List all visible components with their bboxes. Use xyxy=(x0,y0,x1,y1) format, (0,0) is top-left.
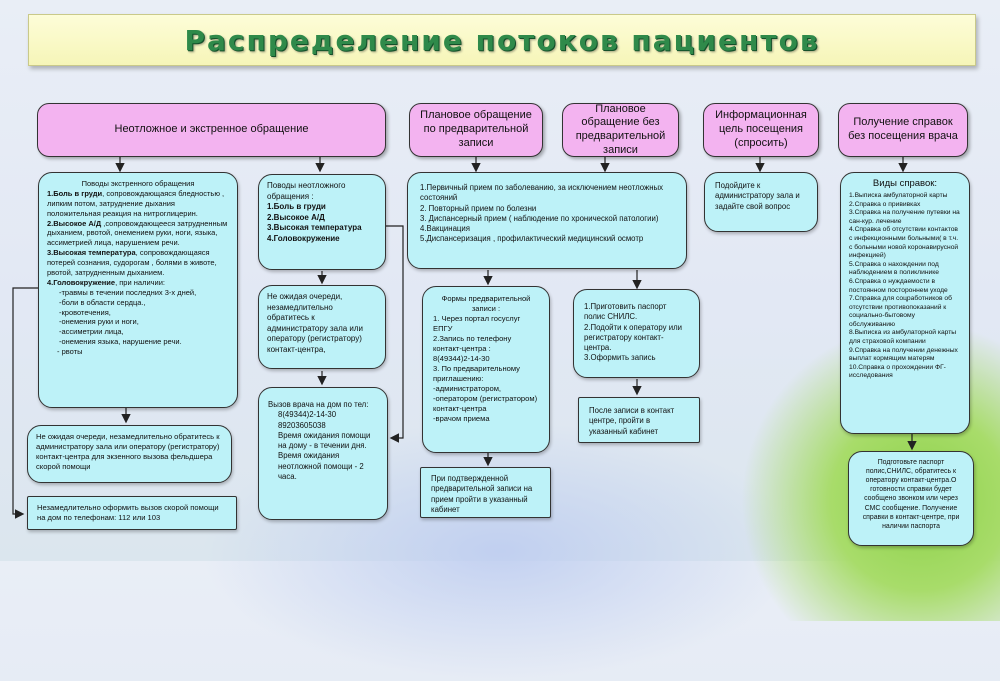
urgent-heading: Поводы неотложного обращения : xyxy=(267,181,346,201)
certificate-item-8: 8.Выписка из амбулаторной карты для стра… xyxy=(849,329,957,345)
emergency-item-3-title: 3.Высокая температура xyxy=(47,248,136,258)
emergency-heading: Поводы экстренного обращения xyxy=(81,179,195,188)
confirmed-booking-text: При подтвержденной предварительной запис… xyxy=(431,474,533,514)
header-certificates: Получение справок без посещения врача xyxy=(838,103,968,157)
certificate-item-4: 4.Справка об отсутствии контактов с инфе… xyxy=(849,226,959,260)
urgent-item-1-label: 1.Боль в груди xyxy=(267,202,326,212)
certificate-instructions-box: Подготовьте паспорт полис,СНИЛС, обратит… xyxy=(848,451,974,546)
planned-services-box: 1.Первичный прием по заболеванию, за иск… xyxy=(407,172,687,269)
forms-sub-2: -оператором (регистратором) контакт-цент… xyxy=(433,394,538,414)
emergency-sub-4: -онемения руки и ноги, xyxy=(59,317,139,327)
connector-arrows xyxy=(12,157,917,519)
emergency-action-box: Не ожидая очереди, незамедлительно обрат… xyxy=(27,425,232,483)
header-urgent-emergency: Неотложное и экстренное обращение xyxy=(37,103,386,157)
header-planned-with-label: Плановое обращение по предварительной за… xyxy=(420,109,532,149)
page-title: Распределение потоков пациентов xyxy=(184,23,820,57)
title-banner: Распределение потоков пациентов xyxy=(28,14,976,66)
planned-item-4: 4.Вакцинация xyxy=(420,224,470,234)
certificate-item-3: 3.Справка на получение путевки на сан-ку… xyxy=(849,209,960,225)
emergency-call-text: Незамедлительно оформить вызов скорой по… xyxy=(37,503,219,523)
urgent-item-4: 4.Головокружение xyxy=(267,234,377,245)
home-call-box: Вызов врача на дом по тел: 8(49344)2-14-… xyxy=(258,387,388,520)
certificate-item-6: 6.Справка о нуждаемости в постоянном пос… xyxy=(849,277,948,294)
urgent-item-3: 3.Высокая температура xyxy=(267,223,377,234)
planned-item-2: 2. Повторный прием по болезни xyxy=(420,203,537,213)
urgent-item-2: 2.Высокое А/Д xyxy=(267,213,377,224)
emergency-item-1-text: , сопровождающаяся бледностью , липким п… xyxy=(47,188,225,218)
urgent-reasons-box: Поводы неотложного обращения : 1.Боль в … xyxy=(258,174,386,270)
emergency-item-4: 4.Головокружение, при наличии: xyxy=(47,278,229,288)
info-text: Подойдите к администратору зала и задайт… xyxy=(715,181,800,211)
home-call-line-1: Вызов врача на дом по тел: xyxy=(268,400,369,409)
emergency-sub-6: -онемения языка, нарушение речи. xyxy=(59,337,182,347)
forms-item-2: 2.Запись по телефону контакт-центра : xyxy=(433,334,512,354)
emergency-sub-5: -ассиметрии лица, xyxy=(59,327,124,337)
certificate-item-2: 2.Справка о прививках xyxy=(849,200,921,208)
info-box: Подойдите к администратору зала и задайт… xyxy=(704,172,818,232)
planned-item-3: 3. Диспансерный прием ( наблюдение по хр… xyxy=(420,213,659,223)
urgent-item-4-label: 4.Головокружение xyxy=(267,233,340,243)
booking-forms-box: Формы предварительной записи : 1. Через … xyxy=(422,286,550,453)
step-1: 1.Приготовить паспорт полис СНИЛС. xyxy=(584,302,667,322)
certificate-item-5: 5.Справка о нахождении под наблюдением в… xyxy=(849,260,939,277)
emergency-call-box: Незамедлительно оформить вызов скорой по… xyxy=(27,496,237,530)
urgent-action-text: Не ожидая очереди, незамедлительно обрат… xyxy=(267,292,364,354)
after-registration-box: После записи в контакт центре, пройти в … xyxy=(578,397,700,443)
forms-phone: 8(49344)2-14-30 xyxy=(433,354,490,364)
header-certificates-label: Получение справок без посещения врача xyxy=(848,116,958,142)
header-planned-without-appointment: Плановое обращение без предварительной з… xyxy=(562,103,679,157)
header-info-visit: Информационная цель посещения (спросить) xyxy=(703,103,819,157)
home-call-wait-urgent: Время ожидания неотложной помощи - 2 час… xyxy=(278,451,364,481)
arrow-emergency-side xyxy=(12,287,38,519)
planned-item-5: 5.Диспансеризация , профилактический мед… xyxy=(420,234,644,244)
after-registration-text: После записи в контакт центре, пройти в … xyxy=(589,406,675,436)
emergency-item-3-text: , сопровождающаяся потерей сознания, суд… xyxy=(47,248,217,278)
emergency-item-4-title: 4.Головокружение xyxy=(47,277,116,287)
header-planned-with-appointment: Плановое обращение по предварительной за… xyxy=(409,103,543,157)
urgent-item-3-label: 3.Высокая температура xyxy=(267,223,362,233)
forms-heading: Формы предварительной записи : xyxy=(441,294,531,314)
planned-item-1: 1.Первичный прием по заболеванию, за иск… xyxy=(420,183,664,203)
header-urgent-label: Неотложное и экстренное обращение xyxy=(114,123,309,136)
home-call-phone-2: 89203605038 xyxy=(278,420,326,430)
certificate-instructions-text: Подготовьте паспорт полис,СНИЛС, обратит… xyxy=(862,459,960,530)
emergency-item-2: 2.Высокое А/Д ,сопровождающееся затрудне… xyxy=(47,219,229,249)
confirmed-booking-box: При подтвержденной предварительной запис… xyxy=(420,467,551,518)
forms-item-3: 3. По предварительному приглашению: xyxy=(433,364,520,384)
forms-sub-3: -врачом приема xyxy=(433,414,490,424)
home-call-phone-1: 8(49344)2-14-30 xyxy=(278,410,337,420)
step-3: 3.Оформить запись xyxy=(584,353,656,363)
emergency-item-3: 3.Высокая температура, сопровождающаяся … xyxy=(47,248,229,278)
header-info-label: Информационная цель посещения (спросить) xyxy=(715,109,807,149)
emergency-item-2-title: 2.Высокое А/Д xyxy=(47,218,102,228)
arrow-urgent-side xyxy=(386,225,404,443)
emergency-item-1-title: 1.Боль в груди xyxy=(47,188,103,198)
certificate-item-9: 9.Справка на получении денежных выплат к… xyxy=(849,346,958,363)
certificates-box: Виды справок: 1.Выписка амбулаторной кар… xyxy=(840,172,970,434)
emergency-sub-2: -боли в области сердца., xyxy=(59,297,146,307)
emergency-item-1: 1.Боль в груди, сопровождающаяся бледнос… xyxy=(47,189,229,219)
certificates-heading: Виды справок: xyxy=(872,178,938,189)
step-2: 2.Подойти к оператору или регистратору к… xyxy=(584,322,682,353)
emergency-action-text: Не ожидая очереди, незамедлительно обрат… xyxy=(36,432,220,472)
certificate-item-7: 7.Справка для соцработников об отсутстви… xyxy=(849,295,952,328)
header-planned-without-label: Плановое обращение без предварительной з… xyxy=(575,102,666,156)
forms-sub-1: -администратором, xyxy=(433,384,502,394)
emergency-reasons-box: Поводы экстренного обращения 1.Боль в гр… xyxy=(38,172,238,408)
urgent-action-box: Не ожидая очереди, незамедлительно обрат… xyxy=(258,285,386,369)
emergency-item-2-text: ,сопровождающееся затрудненным дыханием,… xyxy=(47,218,228,248)
home-call-wait-day: Время ожидания помощи на дому - в течени… xyxy=(278,430,371,451)
emergency-sub-7: - рвоты xyxy=(57,347,83,357)
emergency-sub-1: -травмы в течении последних 3-х дней, xyxy=(59,287,197,297)
urgent-item-1: 1.Боль в груди xyxy=(267,202,377,213)
emergency-item-4-text: , при наличии: xyxy=(115,277,165,287)
urgent-item-2-label: 2.Высокое А/Д xyxy=(267,212,325,222)
forms-item-1: 1. Через портал госуслуг ЕПГУ xyxy=(433,314,521,334)
certificate-item-10: 10.Справка о прохождении ФГ-исследования xyxy=(849,363,946,380)
certificate-item-1: 1.Выписка амбулаторной карты xyxy=(849,192,948,200)
emergency-sub-3: -кровотечения, xyxy=(59,307,111,317)
registration-steps-box: 1.Приготовить паспорт полис СНИЛС. 2.Под… xyxy=(573,289,700,378)
